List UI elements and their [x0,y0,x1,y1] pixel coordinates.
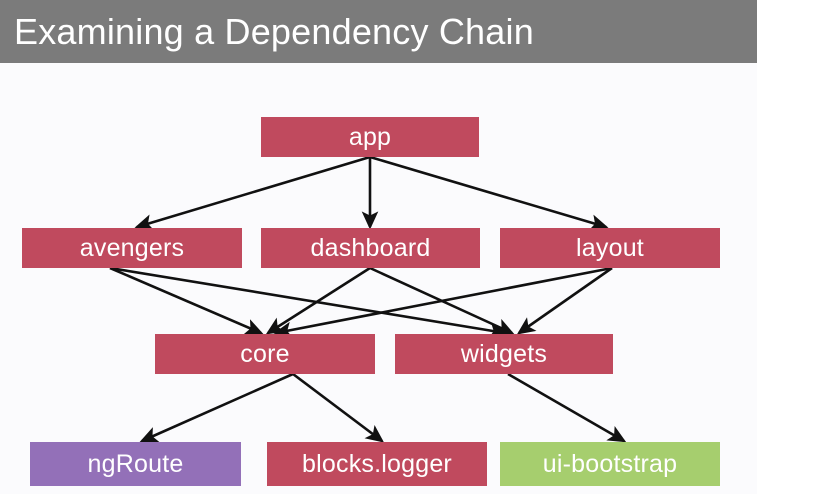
graph-node-label: ngRoute [87,449,184,478]
graph-edge-app-to-layout [369,155,609,231]
graph-node-ui-bootstrap[interactable]: ui-bootstrap [500,442,720,486]
graph-edge-layout-to-core [273,266,613,339]
title-banner: Examining a Dependency Chain [0,0,757,63]
graph-edge-avengers-to-core [109,266,264,335]
graph-node-ngRoute[interactable]: ngRoute [30,442,241,486]
graph-edge-core-to-blocks-logger [292,372,385,443]
graph-edge-dashboard-to-widgets [369,266,515,335]
graph-edge-widgets-to-ui-bootstrap [507,372,627,443]
graph-node-label: blocks.logger [302,449,452,478]
graph-node-dashboard[interactable]: dashboard [261,228,480,268]
graph-node-label: layout [576,233,644,262]
graph-node-label: ui-bootstrap [542,449,678,478]
graph-node-label: avengers [79,233,185,262]
graph-edge-app-to-avengers [134,155,371,231]
page-title: Examining a Dependency Chain [14,10,534,52]
graph-edge-avengers-to-widgets [109,266,508,339]
graph-node-widgets[interactable]: widgets [395,334,613,374]
graph-node-layout[interactable]: layout [500,228,720,268]
graph-node-label: widgets [460,339,548,368]
graph-node-label: core [240,339,290,368]
graph-node-app[interactable]: app [261,117,479,157]
graph-node-avengers[interactable]: avengers [22,228,242,268]
graph-node-label: app [348,122,392,151]
graph-edge-dashboard-to-core [265,266,371,335]
graph-node-core[interactable]: core [155,334,375,374]
graph-node-blocks-logger[interactable]: blocks.logger [267,442,487,486]
graph-node-label: dashboard [310,233,431,262]
graph-edge-layout-to-widgets [516,266,613,335]
graph-edge-core-to-ngRoute [139,372,294,443]
